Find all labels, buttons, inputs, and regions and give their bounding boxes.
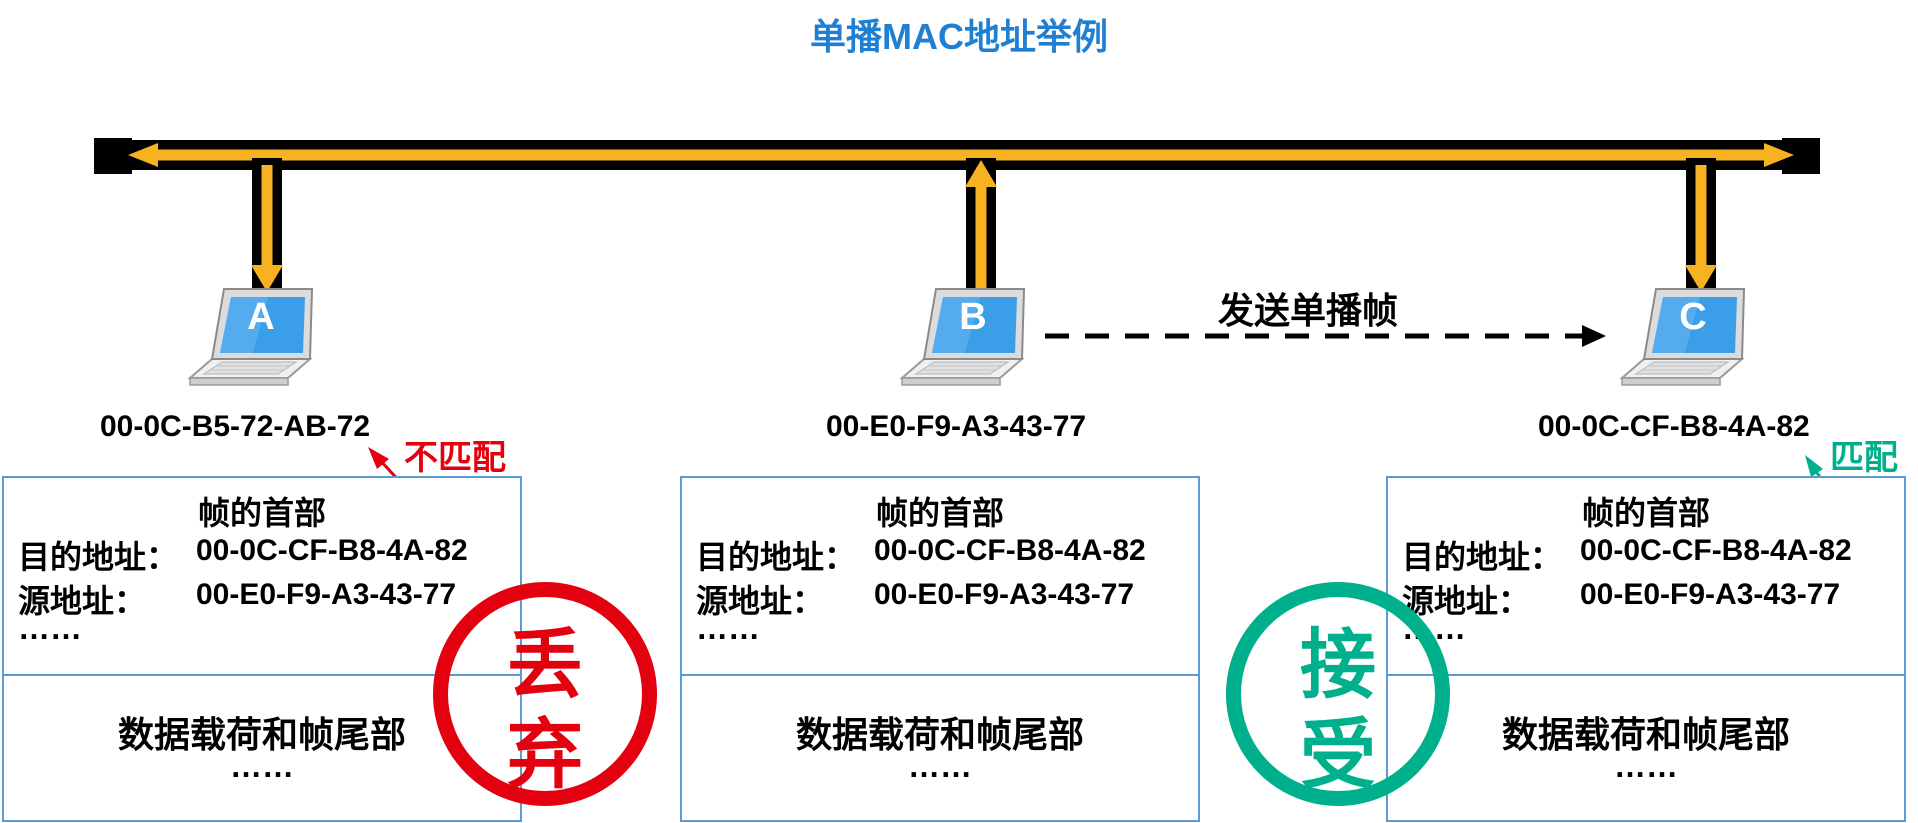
header-ellipsis: …… <box>696 610 760 646</box>
frame-box-c: 帧的首部 目的地址： 00-0C-CF-B8-4A-82 源地址： 00-E0-… <box>1386 476 1906 822</box>
diagram-title: 单播MAC地址举例 <box>810 16 1108 57</box>
payload-title: 数据载荷和帧尾部 <box>1501 714 1790 755</box>
dest-label: 目的地址： <box>18 539 179 575</box>
src-value: 00-E0-F9-A3-43-77 <box>196 578 457 611</box>
frame-divider <box>4 674 520 676</box>
payload-ellipsis: …… <box>908 748 972 784</box>
frame-divider <box>1388 674 1904 676</box>
src-label: 源地址： <box>1402 583 1531 619</box>
accept-stamp-char-2: 受 <box>1300 713 1376 798</box>
mismatch-tag: 不匹配 <box>404 439 506 477</box>
payload-ellipsis: …… <box>1614 748 1678 784</box>
frame-box-a: 帧的首部 目的地址： 00-0C-CF-B8-4A-82 源地址： 00-E0-… <box>2 476 522 822</box>
src-value: 00-E0-F9-A3-43-77 <box>874 578 1135 611</box>
src-label: 源地址： <box>18 583 147 619</box>
payload-ellipsis: …… <box>230 748 294 784</box>
host-c-mac: 00-0C-CF-B8-4A-82 <box>1538 410 1810 443</box>
dest-value: 00-0C-CF-B8-4A-82 <box>1580 534 1852 567</box>
dest-label: 目的地址： <box>696 539 857 575</box>
host-a-mac: 00-0C-B5-72-AB-72 <box>100 410 371 443</box>
discard-stamp-char-2: 弃 <box>507 713 583 798</box>
dest-value: 00-0C-CF-B8-4A-82 <box>196 534 468 567</box>
src-value: 00-E0-F9-A3-43-77 <box>1580 578 1841 611</box>
host-b-letter: B <box>959 296 987 338</box>
send-label: 发送单播帧 <box>1218 290 1399 331</box>
accept-stamp-char-1: 接 <box>1300 623 1376 708</box>
discard-stamp-char-1: 丢 <box>507 623 583 708</box>
header-ellipsis: …… <box>18 610 82 646</box>
payload-title: 数据载荷和帧尾部 <box>795 714 1084 755</box>
dest-label: 目的地址： <box>1402 539 1563 575</box>
host-b-mac: 00-E0-F9-A3-43-77 <box>826 410 1087 443</box>
host-c-letter: C <box>1679 296 1707 338</box>
payload-title: 数据载荷和帧尾部 <box>117 714 406 755</box>
frame-divider <box>682 674 1198 676</box>
frame-header-title: 帧的首部 <box>1581 495 1710 531</box>
frame-header-title: 帧的首部 <box>875 495 1004 531</box>
frame-header-title: 帧的首部 <box>197 495 326 531</box>
host-a-letter: A <box>247 296 275 338</box>
dest-value: 00-0C-CF-B8-4A-82 <box>874 534 1146 567</box>
src-label: 源地址： <box>696 583 825 619</box>
match-tag: 匹配 <box>1830 439 1898 477</box>
frame-box-b: 帧的首部 目的地址： 00-0C-CF-B8-4A-82 源地址： 00-E0-… <box>680 476 1200 822</box>
discard-stamp: 丢 弃 <box>433 582 657 806</box>
accept-stamp: 接 受 <box>1226 582 1450 806</box>
